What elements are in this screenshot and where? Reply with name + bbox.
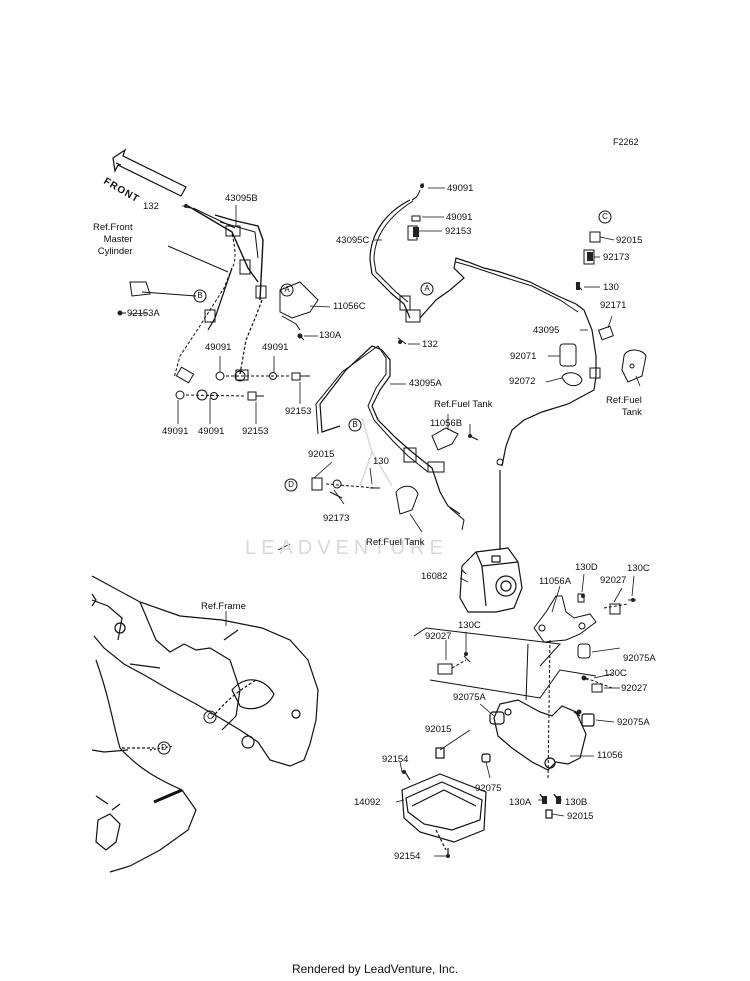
- part-label: 92154: [382, 754, 409, 765]
- footer-credit: Rendered by LeadVenture, Inc.: [291, 962, 459, 976]
- marker-a-2: A: [424, 284, 430, 293]
- part-label: 43095: [533, 325, 560, 336]
- abs-hydraulic-unit: [459, 470, 523, 613]
- watermark-v: [359, 417, 393, 487]
- part-label: 92153: [242, 426, 269, 437]
- part-label: 49091: [446, 212, 473, 223]
- marker-d-1: D: [288, 480, 294, 489]
- marker-a-1: A: [284, 285, 290, 294]
- part-label: 132: [143, 201, 159, 212]
- ref-fuel-tank-1: Ref.Fuel Tank: [606, 395, 642, 418]
- part-label: 43095C: [336, 235, 370, 246]
- part-label: 43095A: [409, 378, 442, 389]
- part-label: 92015: [616, 235, 643, 246]
- part-label: 92015: [425, 724, 452, 735]
- part-label: 130A: [319, 330, 342, 341]
- part-label: 92153: [285, 406, 312, 417]
- part-label: 11056A: [539, 576, 572, 587]
- part-label: 43095B: [225, 193, 258, 204]
- part-label: 92154: [394, 851, 421, 862]
- ref-fuel-tank-3: Ref.Fuel Tank: [366, 537, 425, 548]
- washers-bolts-group: [118, 205, 310, 401]
- watermark-text: LEADVENTURE: [245, 537, 448, 559]
- front-brake-hose-assembly: [129, 205, 319, 384]
- part-label: 92027: [600, 575, 627, 586]
- right-fittings: [559, 231, 647, 387]
- ref-fuel-tank-2: Ref.Fuel Tank: [434, 399, 493, 410]
- part-label: 92075: [475, 783, 502, 794]
- part-label: 92075A: [453, 692, 486, 703]
- part-label: 92075A: [617, 717, 650, 728]
- part-label: 11056B: [430, 418, 463, 429]
- part-label: 130B: [565, 797, 588, 808]
- part-label: 92171: [600, 300, 627, 311]
- diagram-code: F2262: [613, 137, 639, 147]
- part-label: 130: [603, 282, 619, 293]
- part-label: 92027: [621, 683, 648, 694]
- part-label: 130: [373, 456, 389, 467]
- part-label: 11056C: [333, 301, 366, 312]
- leader-lines: [129, 187, 641, 857]
- brake-line-43095c: [369, 183, 597, 467]
- part-label: 92153: [445, 226, 472, 237]
- part-label: 92173: [323, 513, 350, 524]
- marker-b-1: B: [197, 291, 203, 300]
- part-label: 14092: [354, 797, 381, 808]
- abs-cover-14092: [401, 769, 487, 856]
- frame-section: [91, 575, 319, 873]
- part-label: 92027: [425, 631, 452, 642]
- part-label: 92015: [308, 449, 335, 460]
- part-label: 92015: [567, 811, 594, 822]
- ref-frame: Ref.Frame: [201, 601, 246, 612]
- part-label: 132: [422, 339, 438, 350]
- brake-line-43095a: [311, 345, 479, 531]
- part-label: 92173: [603, 252, 630, 263]
- part-label: 92075A: [623, 653, 656, 664]
- bracket-11056: [435, 699, 595, 819]
- part-label: 16082: [421, 571, 448, 582]
- part-label: 130C: [458, 620, 481, 631]
- part-label: 130C: [627, 563, 650, 574]
- part-label: 130A: [509, 797, 532, 808]
- marker-b-2: B: [352, 420, 358, 429]
- part-label: 130D: [575, 562, 598, 573]
- marker-d-2: D: [161, 743, 167, 752]
- reference-markers: [157, 210, 612, 755]
- part-label: 49091: [447, 183, 474, 194]
- bracket-11056a: [533, 593, 636, 643]
- front-arrow-icon: [112, 148, 187, 197]
- part-label: 92153A: [127, 308, 160, 319]
- part-label: 49091: [162, 426, 189, 437]
- part-label: 92072: [509, 376, 536, 387]
- part-label: 49091: [205, 342, 232, 353]
- part-label: 49091: [262, 342, 289, 353]
- part-label: 11056: [597, 750, 623, 761]
- part-label: 130C: [604, 668, 627, 679]
- marker-c-1: C: [602, 212, 608, 221]
- part-label: 49091: [198, 426, 225, 437]
- dark-fittings: [117, 184, 635, 858]
- ref-front-master-cylinder: Ref.Front Master Cylinder: [93, 222, 133, 257]
- part-label: 92071: [510, 351, 537, 362]
- marker-c-2: C: [207, 712, 213, 721]
